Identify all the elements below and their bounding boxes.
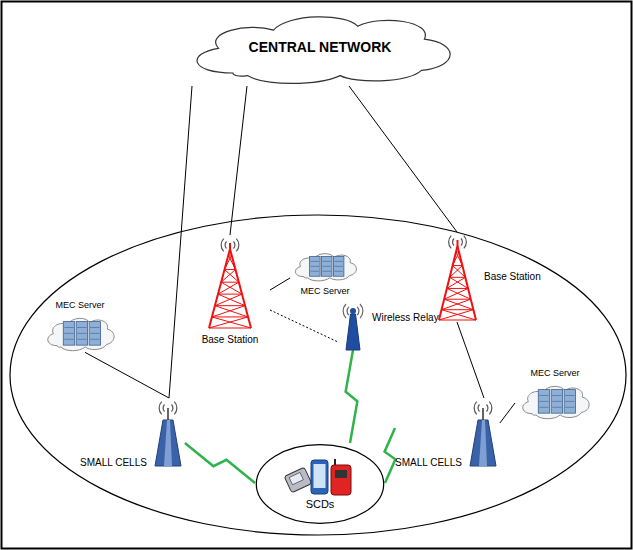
network-cloud: CENTRAL NETWORK <box>175 8 465 86</box>
mec-server: MEC Server <box>290 250 360 296</box>
wireless-link <box>185 443 255 483</box>
signal-arc <box>343 304 346 318</box>
signal-arc <box>360 304 363 318</box>
small-cell-icon <box>466 398 500 468</box>
relay-icon <box>343 304 363 350</box>
signal-arc <box>449 236 452 249</box>
signal-arc <box>474 402 477 415</box>
small-cell: SMALL CELLS <box>80 398 185 468</box>
signal-arc <box>234 242 235 249</box>
signal-arc <box>489 402 492 415</box>
mec-server: MEC Server <box>40 300 120 352</box>
signal-arc <box>236 239 239 252</box>
signal-arc <box>347 307 349 315</box>
wired-link <box>457 322 484 398</box>
wired-link <box>270 310 338 342</box>
small-cell: SMALL CELLS <box>395 398 500 468</box>
base-station-icon <box>435 232 480 322</box>
mec-server: MEC Server <box>515 368 595 420</box>
base-station: Base Station <box>190 235 270 346</box>
wired-link <box>169 86 192 398</box>
node-label: MEC Server <box>300 286 349 296</box>
wired-link <box>349 86 457 232</box>
signal-arc <box>461 239 462 246</box>
signal-arc <box>357 307 359 315</box>
mec-server-icon <box>517 382 593 420</box>
mec-server-icon <box>42 314 118 352</box>
signal-arc <box>478 405 479 412</box>
cloud-shape <box>197 17 450 84</box>
node-label: MEC Server <box>55 300 104 310</box>
wireless-relay-icon <box>338 300 368 350</box>
node-label: Base Station <box>202 334 259 346</box>
wireless-link <box>346 350 358 443</box>
signal-arc <box>159 402 162 415</box>
wired-link <box>230 86 247 235</box>
wired-link <box>85 352 169 398</box>
small-cell-icon <box>470 402 496 466</box>
node-label: MEC Server <box>530 368 579 378</box>
node-label: SCDs <box>306 498 335 511</box>
server-icon <box>48 319 114 351</box>
signal-arc <box>225 242 226 249</box>
signal-arc <box>163 405 164 412</box>
node-label: SMALL CELLS <box>395 457 462 469</box>
device-group: SCDs <box>255 443 385 525</box>
signal-arc <box>464 236 467 249</box>
wireless-relay: Wireless Relay <box>338 300 439 350</box>
coverage-ellipse <box>10 215 626 535</box>
small-cell-icon <box>151 398 185 468</box>
tower-icon <box>209 239 251 328</box>
signal-arc <box>453 239 454 246</box>
server-icon <box>523 387 589 419</box>
tower-icon <box>439 236 476 320</box>
signal-arc <box>171 405 172 412</box>
server-icon <box>295 254 356 281</box>
wireless-link <box>385 428 396 483</box>
mec-server-icon <box>290 250 360 282</box>
base-station-icon <box>205 235 255 330</box>
wired-link <box>270 278 290 290</box>
wired-link <box>500 403 515 423</box>
node-label: SMALL CELLS <box>80 457 147 469</box>
signal-arc <box>486 405 487 412</box>
small-cell-icon <box>155 402 181 466</box>
node-label: Base Station <box>484 271 541 283</box>
node-label: CENTRAL NETWORK <box>249 39 392 55</box>
node-label: Wireless Relay <box>372 312 439 324</box>
signal-arc <box>221 239 224 252</box>
device-icons <box>285 457 355 497</box>
signal-arc <box>174 402 177 415</box>
base-station: Base Station <box>435 232 541 322</box>
